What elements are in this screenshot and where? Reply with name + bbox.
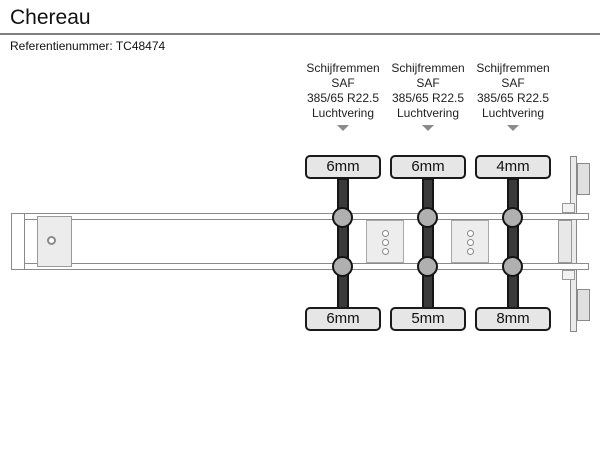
rear-lamp-bracket-top	[577, 163, 590, 195]
page-title: Chereau	[10, 6, 91, 29]
bracket-hole	[382, 248, 389, 255]
wheel-hub	[332, 207, 353, 228]
spec-line-brakes: Schijfremmen	[476, 61, 550, 75]
axle-spec-column-2: Schijfremmen SAF 385/65 R22.5 Luchtverin…	[382, 61, 474, 131]
brake-pad-label: 5mm	[390, 307, 466, 331]
spec-line-suspension: Luchtvering	[396, 106, 460, 120]
spec-line-tyre-size: 385/65 R22.5	[476, 91, 550, 105]
rear-mount-top	[562, 203, 575, 213]
brake-pad-label: 8mm	[475, 307, 551, 331]
chevron-down-icon	[422, 125, 434, 131]
axle-bar-2	[422, 178, 434, 309]
brake-pad-label: 6mm	[390, 155, 466, 179]
wheel-hub	[332, 256, 353, 277]
spec-line-tyre-size: 385/65 R22.5	[391, 91, 465, 105]
chevron-down-icon	[507, 125, 519, 131]
wheel-hub	[502, 207, 523, 228]
wheel-hub	[417, 256, 438, 277]
spec-line-brand: SAF	[331, 76, 355, 90]
chevron-down-icon	[337, 125, 349, 131]
header-divider	[0, 33, 600, 35]
spec-line-brand: SAF	[416, 76, 440, 90]
bracket-hole	[467, 248, 474, 255]
brake-pad-label: 4mm	[475, 155, 551, 179]
spec-line-brand: SAF	[501, 76, 525, 90]
spec-line-brakes: Schijfremmen	[391, 61, 465, 75]
spec-line-brakes: Schijfremmen	[306, 61, 380, 75]
axle-bar-3	[507, 178, 519, 309]
crossmember-bracket	[366, 220, 404, 263]
rear-crossmember	[558, 220, 572, 263]
crossmember-bracket	[451, 220, 489, 263]
reference-number: Referentienummer: TC48474	[10, 39, 166, 53]
bracket-hole	[382, 239, 389, 246]
spec-line-suspension: Luchtvering	[311, 106, 375, 120]
brake-pad-label: 6mm	[305, 155, 381, 179]
axle-spec-column-3: Schijfremmen SAF 385/65 R22.5 Luchtverin…	[467, 61, 559, 131]
spec-line-suspension: Luchtvering	[481, 106, 545, 120]
axle-bar-1	[337, 178, 349, 309]
bracket-hole	[467, 239, 474, 246]
chassis-front-cap	[11, 213, 25, 270]
rear-lamp-bracket-bottom	[577, 289, 590, 321]
kingpin	[47, 236, 56, 245]
axle-spec-column-1: Schijfremmen SAF 385/65 R22.5 Luchtverin…	[297, 61, 389, 131]
rear-mount-bottom	[562, 270, 575, 280]
wheel-hub	[417, 207, 438, 228]
bracket-hole	[382, 230, 389, 237]
bracket-hole	[467, 230, 474, 237]
spec-line-tyre-size: 385/65 R22.5	[306, 91, 380, 105]
brake-pad-label: 6mm	[305, 307, 381, 331]
wheel-hub	[502, 256, 523, 277]
